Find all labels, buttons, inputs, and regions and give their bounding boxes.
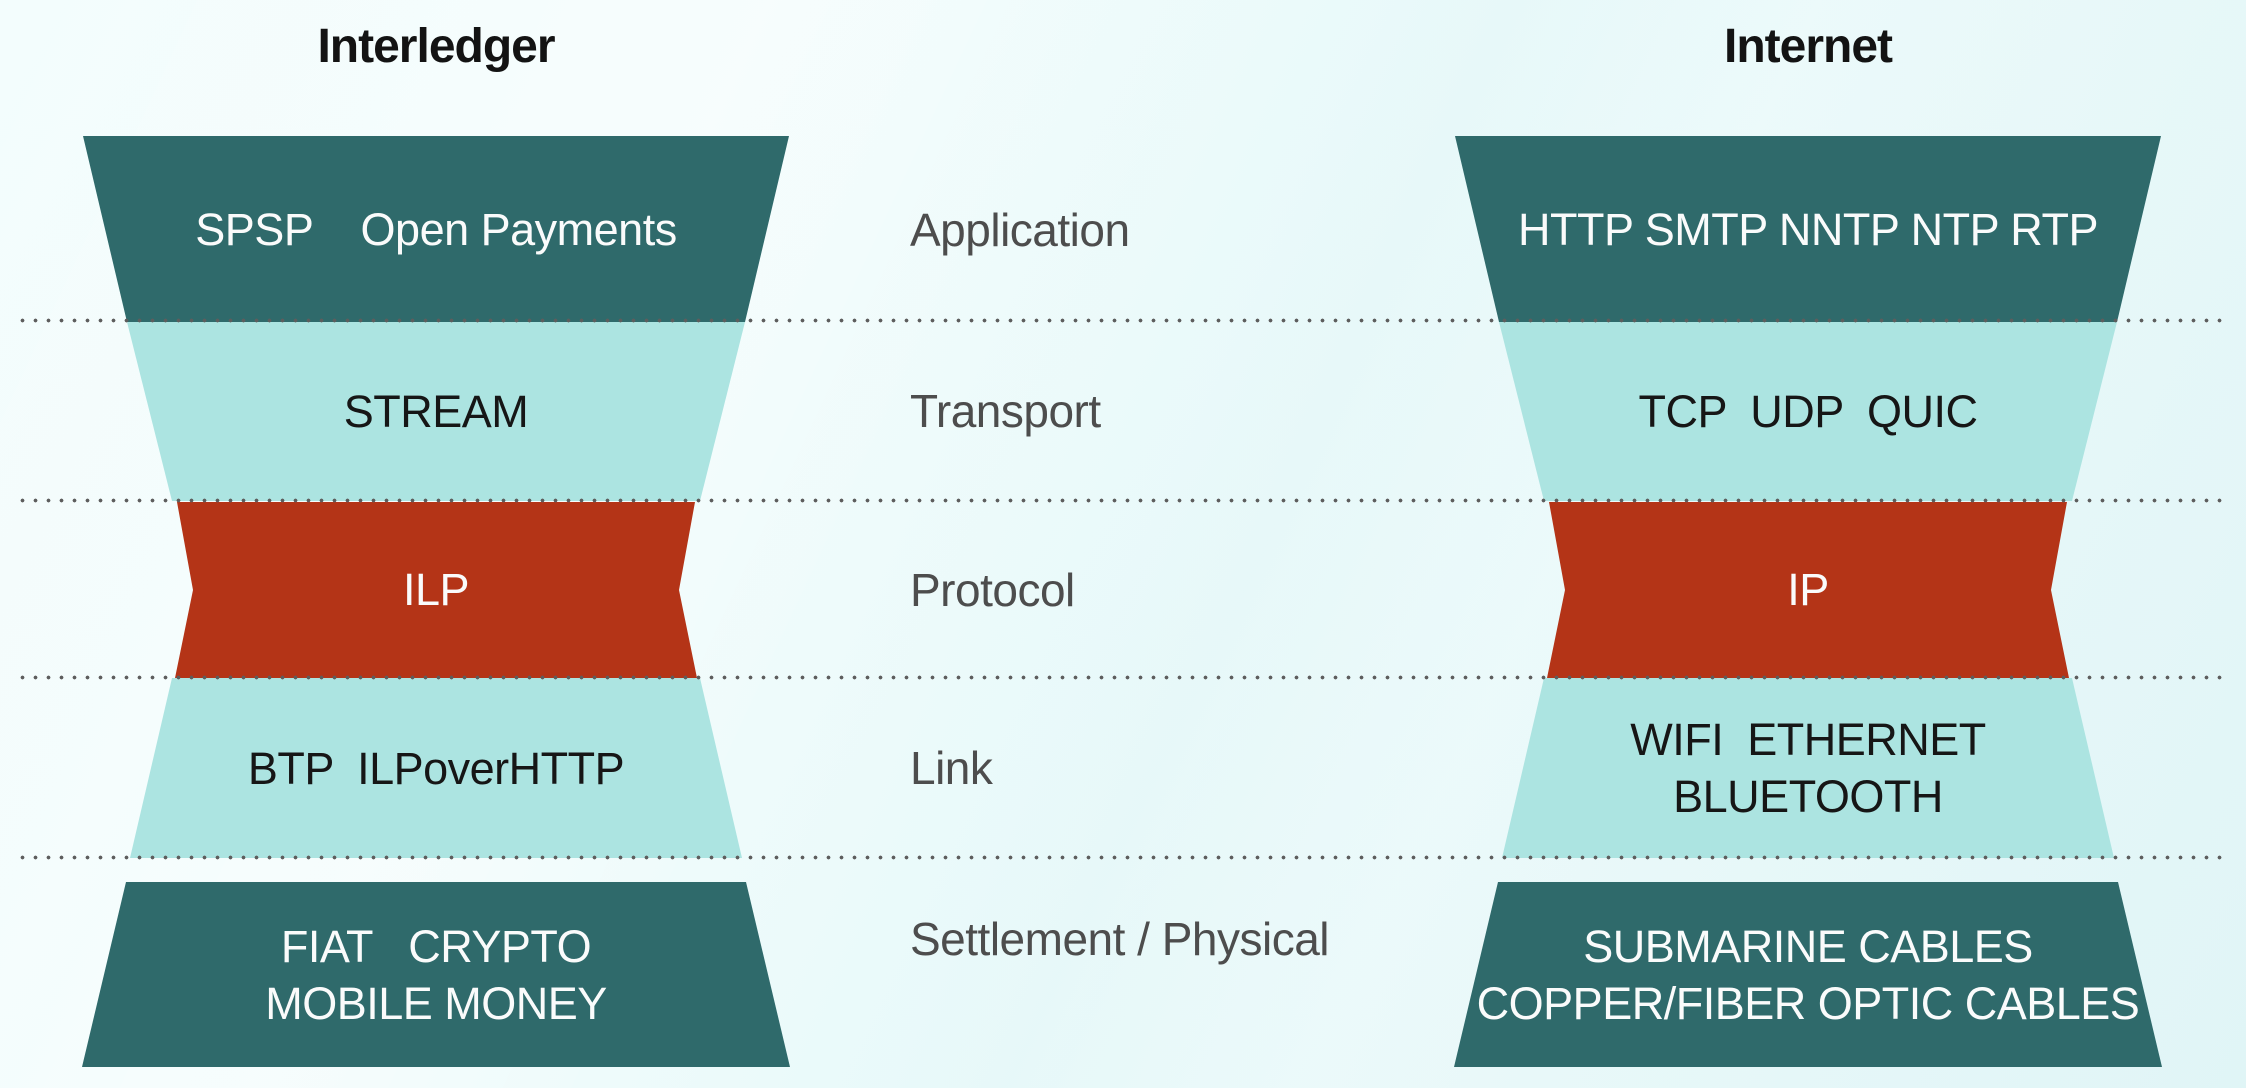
- band-text: MOBILE MONEY: [265, 977, 607, 1029]
- band-text: BLUETOOTH: [1673, 771, 1943, 822]
- layer-label-link: Link: [910, 742, 993, 794]
- separator-link-settlement: [16, 855, 2230, 860]
- separator-transport-protocol: [16, 498, 2230, 503]
- interledger-settlement-band: FIAT CRYPTO MOBILE MONEY: [82, 882, 790, 1067]
- internet-protocol-band: IP: [1547, 502, 2069, 678]
- band-text: STREAM: [343, 386, 529, 437]
- separator-application-transport: [16, 318, 2230, 323]
- interledger-link-band: BTP ILPoverHTTP: [130, 678, 742, 858]
- internet-link-band: WIFI ETHERNET BLUETOOTH: [1502, 678, 2114, 858]
- internet-application-band: HTTP SMTP NNTP NTP RTP: [1455, 136, 2161, 322]
- band-text: BTP ILPoverHTTP: [247, 742, 625, 794]
- layer-label-transport: Transport: [910, 385, 1101, 437]
- band-text: ILP: [402, 564, 470, 615]
- band-text: FIAT CRYPTO: [280, 920, 592, 972]
- band-text: SPSP Open Payments: [195, 203, 677, 255]
- interledger-title: Interledger: [317, 19, 555, 73]
- layer-label-protocol: Protocol: [910, 564, 1075, 616]
- interledger-application-band: SPSP Open Payments: [83, 136, 789, 322]
- band-text: IP: [1787, 564, 1829, 615]
- band-text: TCP UDP QUIC: [1638, 386, 1978, 437]
- separator-protocol-link: [16, 675, 2230, 680]
- internet-title: Internet: [1723, 19, 1893, 73]
- interledger-transport-band: STREAM: [127, 322, 745, 501]
- layer-label-application: Application: [910, 204, 1130, 256]
- interledger-protocol-band: ILP: [175, 502, 697, 678]
- band-text: HTTP SMTP NNTP NTP RTP: [1518, 203, 2098, 255]
- layer-label-settlement-physical: Settlement / Physical: [910, 913, 1330, 965]
- band-text: WIFI ETHERNET: [1630, 714, 1986, 765]
- band-text: SUBMARINE CABLES: [1583, 920, 2033, 972]
- internet-transport-band: TCP UDP QUIC: [1499, 322, 2117, 501]
- band-text: COPPER/FIBER OPTIC CABLES: [1476, 977, 2140, 1029]
- internet-settlement-band: SUBMARINE CABLES COPPER/FIBER OPTIC CABL…: [1454, 882, 2162, 1067]
